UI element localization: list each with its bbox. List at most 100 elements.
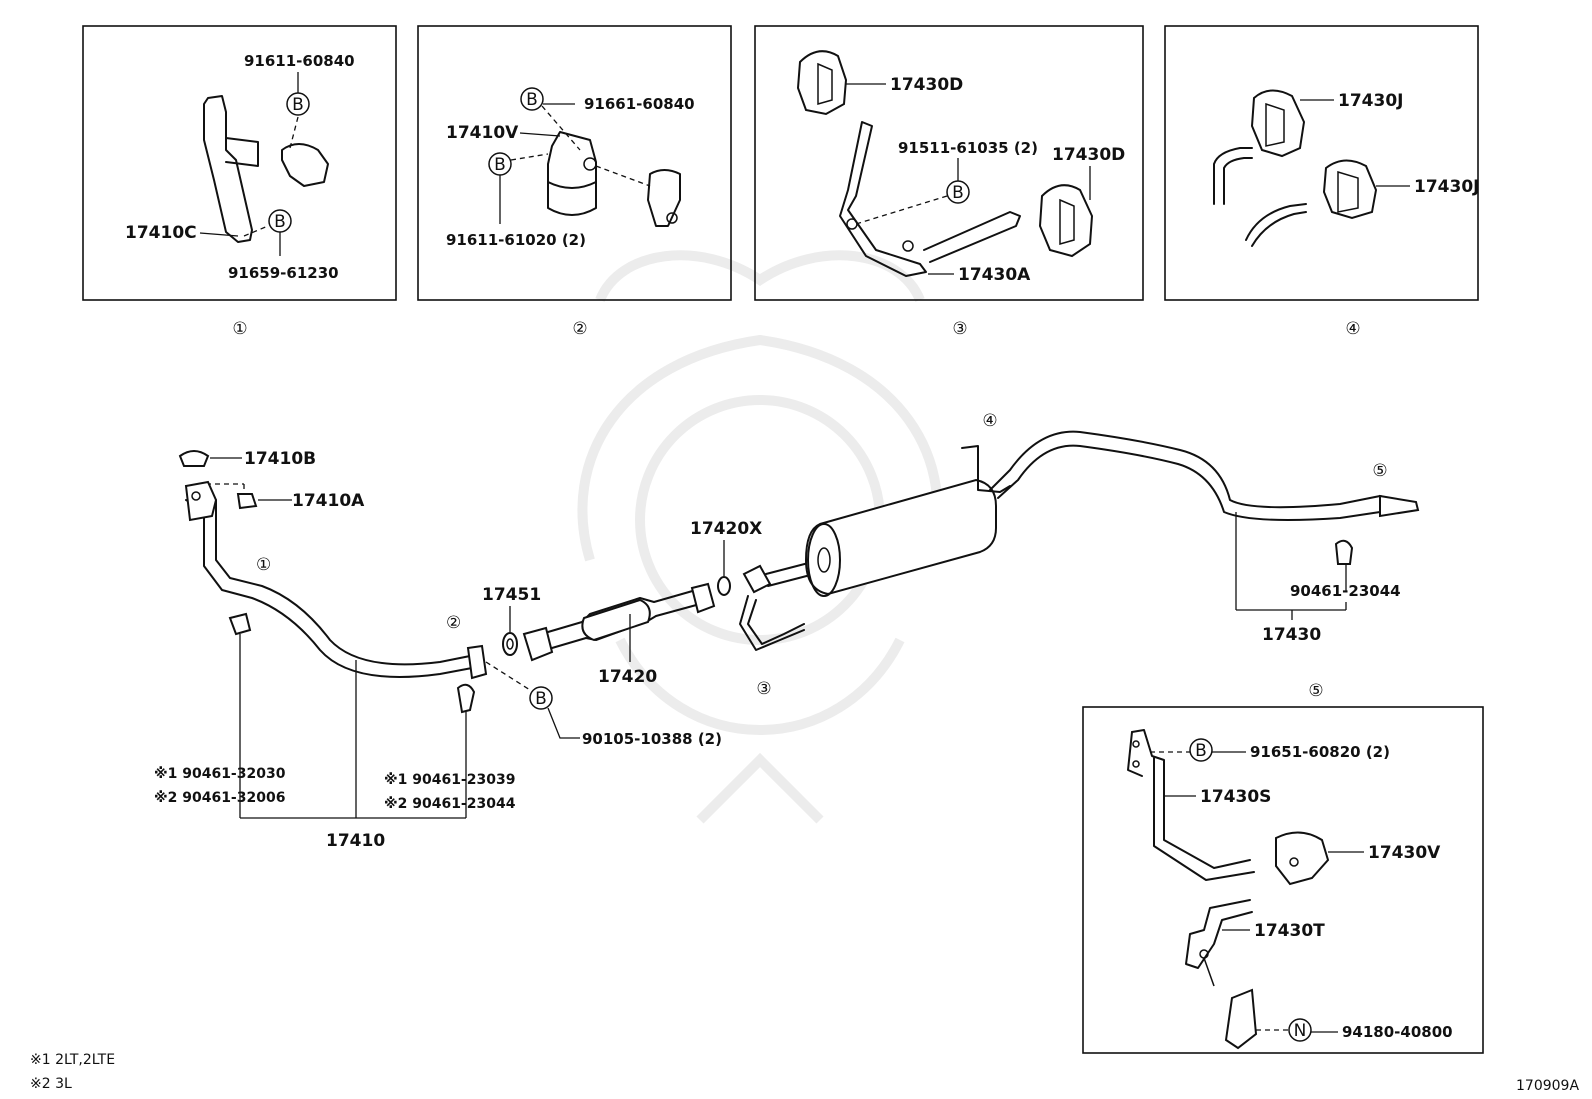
center-pipe-flange-front-shape — [522, 626, 554, 662]
inset-4-number: ④ — [1345, 319, 1360, 339]
hanger-note-1b: ※2 90461-32006 — [154, 790, 285, 806]
part-number-17430s: 17430S — [1200, 787, 1271, 807]
center-pipe-resonator-shape — [581, 598, 651, 642]
part-number-90461-23044: 90461-23044 — [1290, 582, 1401, 600]
inset-2-number: ② — [572, 319, 587, 339]
hanger-stub-upper-shape — [1213, 147, 1253, 205]
bolt-mark-label: B — [535, 689, 547, 709]
part-number-17430d-lower: 17430D — [1052, 145, 1125, 165]
hanger-90461-32030-shape — [228, 612, 252, 636]
muffler-shape — [804, 478, 997, 596]
part-number-17430t: 17430T — [1254, 921, 1325, 941]
bolt-mark-label: B — [526, 90, 538, 110]
tail-pipe-flange-shape — [742, 564, 772, 594]
nut-mark-n — [1288, 1018, 1312, 1042]
inset-3-number: ③ — [952, 319, 967, 339]
bolt-mark-b — [520, 87, 544, 111]
rubber-mount-17430j-lower-shape — [1322, 159, 1378, 220]
hanger-note-1a: ※1 90461-32030 — [154, 766, 286, 782]
part-number-17451: 17451 — [482, 585, 541, 605]
part-number-17410a: 17410A — [292, 491, 365, 511]
inset-3: 17430D 91511-61035 (2) B 17430D 17430A — [796, 50, 1125, 285]
rubber-mount-17430v-shape — [1275, 831, 1330, 886]
part-number-91651-60820: 91651-60820 (2) — [1250, 743, 1390, 761]
bracket-callout-number: ③ — [756, 679, 771, 699]
hanger-90461-23039-shape — [456, 683, 476, 714]
inset-box-1 — [82, 25, 397, 301]
diagram-id: 170909A — [1516, 1078, 1579, 1094]
pipe-callout-number: ① — [256, 555, 271, 575]
nut-mark-label: N — [1294, 1021, 1307, 1041]
inset-1-number: ① — [232, 319, 247, 339]
inset-5: B 91651-60820 (2) 17430S 17430V 17430T N… — [1127, 729, 1453, 1050]
part-number-17410b: 17410B — [244, 449, 316, 469]
part-number-17420: 17420 — [598, 667, 657, 687]
hanger-note-2b: ※2 90461-23044 — [384, 796, 516, 812]
bracket-flange-shape — [225, 137, 259, 167]
bolt-mark-label: B — [292, 95, 304, 115]
inset-box-4 — [1164, 25, 1479, 301]
bracket-17430t-shape — [1185, 899, 1253, 969]
hanger-shape — [647, 169, 681, 227]
gasket-17451-shape — [502, 632, 518, 656]
center-pipe-17420-shape — [547, 589, 697, 633]
hanger-bracket-3-shape — [739, 595, 805, 651]
part-number-17420x: 17420X — [690, 519, 762, 539]
tail-hanger-callout-number: ⑤ — [1372, 461, 1387, 481]
clamp-90461-23044-shape — [1334, 539, 1354, 565]
main-assembly: 17410B 17410A ① ② ※1 90461-32030 ※2 9046… — [154, 411, 1420, 851]
part-number-91661-60840: 91661-60840 — [584, 95, 695, 113]
part-number-17410v: 17410V — [446, 123, 519, 143]
muffler-hanger-callout-number: ④ — [982, 411, 997, 431]
bolt-mark-label: B — [274, 212, 286, 232]
part-number-17430j-upper: 17430J — [1338, 91, 1403, 111]
gasket-17420x-shape — [717, 576, 731, 596]
bolt-mark-label: B — [952, 183, 964, 203]
part-number-17410c: 17410C — [125, 223, 197, 243]
part-number-94180-40800: 94180-40800 — [1342, 1023, 1453, 1041]
footnote-1: ※1 2LT,2LTE — [30, 1052, 115, 1068]
part-number-17430v: 17430V — [1368, 843, 1441, 863]
part-number-91611-61020: 91611-61020 (2) — [446, 231, 586, 249]
hanger-stub-lower-shape — [1245, 203, 1307, 241]
inset-box-2 — [417, 25, 732, 301]
clamp-bracket-shape — [547, 131, 597, 216]
part-number-17410: 17410 — [326, 831, 385, 851]
flange-shape — [184, 480, 218, 522]
nut-17410a-shape — [236, 493, 258, 510]
pipe-flange-2-shape — [466, 644, 488, 680]
hanger-note-2a: ※1 90461-23039 — [384, 772, 515, 788]
hanger-rod-shape — [839, 121, 927, 277]
part-number-91511-61035: 91511-61035 (2) — [898, 139, 1038, 157]
muffler-end-cap-shape — [807, 523, 841, 597]
bolt-mark-b — [946, 180, 970, 204]
part-number-91659-61230: 91659-61230 — [228, 264, 339, 282]
joint-callout-number: ② — [446, 613, 461, 633]
hanger-cushion-shape — [281, 143, 329, 187]
part-number-90105-10388: 90105-10388 (2) — [582, 730, 722, 748]
bolt-mark-b — [1189, 738, 1213, 762]
footnote-2: ※2 3L — [30, 1076, 72, 1092]
tail-pipe-tip-shape — [1379, 494, 1420, 518]
hanger-cushion-shape — [1224, 988, 1258, 1050]
bracket-17430s-shape — [1131, 729, 1251, 869]
rubber-mount-17430j-upper-shape — [1250, 89, 1306, 158]
part-number-17430a: 17430A — [958, 265, 1031, 285]
bolt-mark-label: B — [1195, 741, 1207, 761]
bracket-17410c-shape — [203, 95, 253, 243]
bolt-mark-b — [286, 92, 310, 116]
inset-1: B 91611-60840 17410C B 91659-61230 — [125, 52, 355, 282]
bolt-mark-b — [529, 686, 553, 710]
rubber-mount-17430d-lower-shape — [1038, 184, 1094, 258]
tail-pipe-17430-shape — [989, 430, 1395, 509]
rubber-mount-17430d-upper-shape — [796, 50, 848, 116]
center-pipe-flange-rear-shape — [690, 582, 716, 614]
inset-4: 17430J 17430J — [1213, 89, 1479, 247]
gasket-17410b-shape — [178, 450, 210, 467]
inset-5-number: ⑤ — [1308, 681, 1323, 701]
bolt-mark-label: B — [494, 155, 506, 175]
part-number-17430: 17430 — [1262, 625, 1321, 645]
front-pipe-17410-shape — [189, 485, 471, 666]
part-number-17430d-upper: 17430D — [890, 75, 963, 95]
